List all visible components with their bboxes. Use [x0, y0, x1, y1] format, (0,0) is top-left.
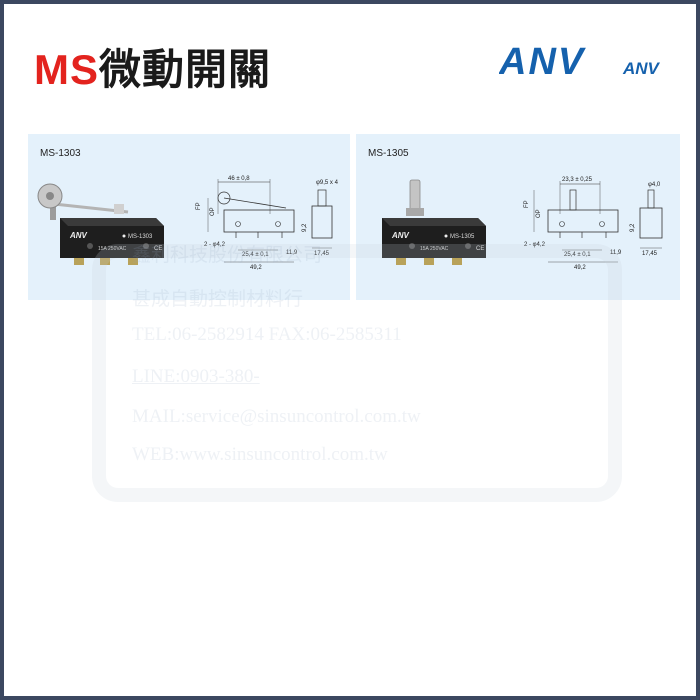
title-product-name: 微動開關 [99, 45, 272, 94]
switch-photo-plunger: ANV MS-1305 15A 250VAC CE [382, 179, 486, 265]
dim-body-width: 49,2 [250, 265, 262, 271]
photo-rating: 15A 250VAC [420, 246, 449, 252]
watermark-line: 鑫利科技股份有限公司 [132, 245, 323, 266]
anv-logo: ANV ANV [499, 41, 661, 83]
dim-pitch: 25,4 ± 0,1 [242, 252, 269, 258]
dim-top-width: 46 ± 0,8 [228, 176, 250, 182]
photo-model: MS-1305 [450, 234, 475, 240]
watermark-line: LINE:0903-380- [132, 366, 260, 387]
page-title: MS微動開關 [34, 36, 271, 97]
dim-top-width: 23,3 ± 0,25 [562, 177, 593, 183]
dim-h1: 11,9 [286, 250, 298, 256]
dim-pin: φ9,5 x 4 [316, 180, 339, 186]
logo-small-text: ANV [622, 59, 661, 78]
dim-pin: φ4,0 [648, 182, 661, 188]
dim-hole: 2 - φ4,2 [204, 242, 226, 248]
dim-depth: 17,45 [642, 251, 658, 257]
product-panel-ms-1303: MS-1303 ANV MS-1303 15A 250VAC CE 46 ± 0… [28, 134, 350, 300]
product-panel-ms-1305: MS-1305 ANV MS-1305 15A 250VAC CE 23,3 ±… [356, 134, 680, 300]
dim-depth: 17,45 [314, 251, 330, 257]
watermark-line: MAIL:service@sinsuncontrol.com.tw [132, 406, 421, 427]
dim-h2: 9,2 [630, 223, 636, 232]
dimension-drawing: 46 ± 0,8 FP OP 2 - φ4,2 25,4 ± 0,1 11,9 … [196, 176, 339, 271]
photo-ce-mark: CE [154, 246, 162, 252]
watermark-line: TEL:06-2582914 FAX:06-2585311 [132, 324, 402, 345]
dim-fp: FP [524, 200, 530, 208]
dim-fp: FP [196, 202, 202, 210]
logo-text: ANV [499, 41, 586, 83]
dim-hole: 2 - φ4,2 [524, 242, 546, 248]
dim-body-width: 49,2 [574, 265, 586, 271]
photo-brand: ANV [69, 231, 88, 240]
watermark-border [92, 244, 622, 502]
photo-ce-mark: CE [476, 246, 484, 252]
photo-model: MS-1303 [128, 234, 153, 240]
model-label: MS-1305 [368, 148, 409, 159]
watermark-line: WEB:www.sinsuncontrol.com.tw [132, 444, 388, 465]
dim-pitch: 25,4 ± 0,1 [564, 252, 591, 258]
dim-op: OP [210, 207, 216, 216]
title-brand: MS [34, 46, 99, 93]
watermark-line: 甚成自動控制材料行 [132, 289, 304, 310]
model-label: MS-1303 [40, 148, 81, 159]
dim-h2: 9,2 [302, 223, 308, 232]
dimension-drawing: 23,3 ± 0,25 FP OP 2 - φ4,2 25,4 ± 0,1 11… [524, 177, 663, 271]
photo-brand: ANV [391, 231, 410, 240]
dim-op: OP [536, 209, 542, 218]
